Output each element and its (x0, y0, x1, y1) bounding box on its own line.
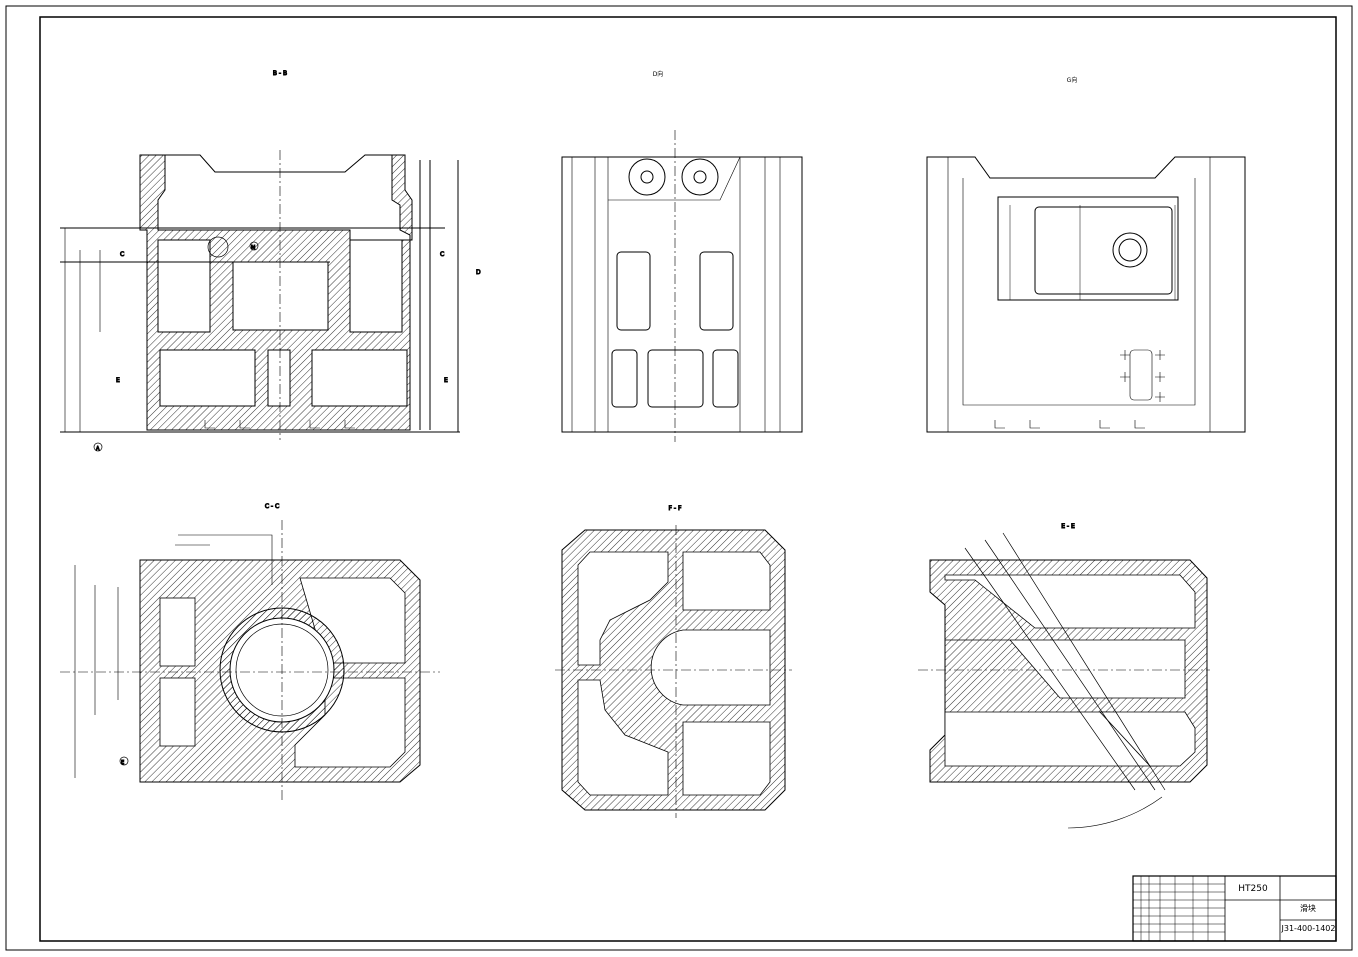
view-ff: F - F (555, 505, 792, 818)
view-d-arrow-label: D (476, 269, 481, 276)
section-c-marker-right: C (440, 251, 444, 258)
view-cc-label: C - C (265, 503, 279, 510)
view-d-label: D向 (653, 70, 664, 78)
material-text: HT250 (1238, 884, 1268, 894)
datum-m: M (251, 245, 255, 251)
datum-a: A (96, 446, 100, 452)
title-block (1132, 875, 1337, 942)
view-d: D向 (561, 70, 803, 442)
section-e-marker-right: E (444, 377, 448, 384)
view-ff-label: F - F (669, 505, 682, 512)
view-bb: B - B C C E E D A M (60, 70, 482, 453)
part-name-text: 滑块 (1300, 904, 1316, 913)
section-e-marker-left: E (116, 377, 120, 384)
view-g: G向 (926, 76, 1246, 433)
view-ee-label: E - E (1061, 523, 1075, 530)
drawing-number-text: J31-400-1402 (1281, 924, 1336, 933)
drawing-frame (5, 5, 1353, 951)
view-cc: C - C E (60, 503, 440, 800)
view-ee: E - E (918, 523, 1210, 829)
view-bb-label: B - B (273, 70, 287, 77)
section-c-marker-left: C (120, 251, 124, 258)
datum-e: E (121, 760, 124, 766)
view-g-label: G向 (1067, 76, 1078, 84)
